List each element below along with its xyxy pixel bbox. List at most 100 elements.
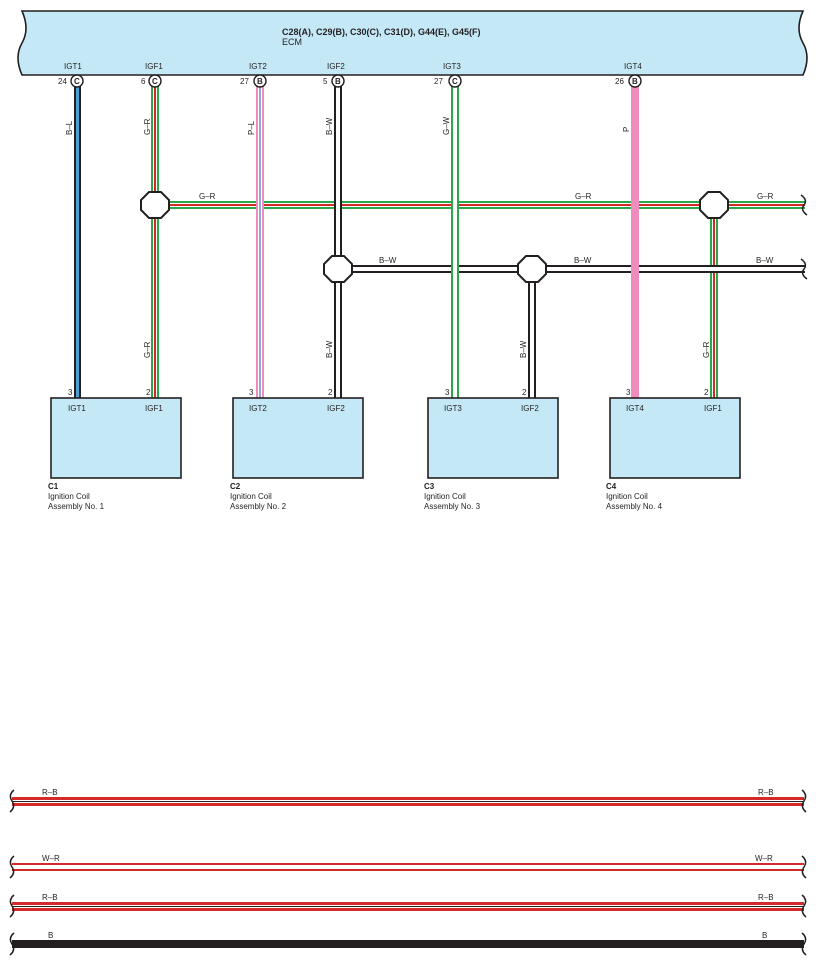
- label-bw-bus-2: B–W: [574, 256, 592, 265]
- svg-text:B: B: [335, 77, 341, 86]
- coil-c2: 3 2 IGT2 IGF2 C2 Ignition Coil Assembly …: [230, 388, 364, 511]
- ecm-pin-igf1: IGF1 C 6: [141, 62, 163, 88]
- splice-bw-left: [323, 255, 353, 283]
- svg-text:Ignition Coil: Ignition Coil: [424, 492, 466, 501]
- svg-text:IGT4: IGT4: [624, 62, 642, 71]
- label-c1-igf-color: G–R: [143, 341, 152, 358]
- bottom-wire-rb-1: R–B R–B: [9, 788, 807, 813]
- wire-igt1: [74, 86, 81, 398]
- svg-text:IGF2: IGF2: [521, 404, 539, 413]
- ecm-connector-list: C28(A), C29(B), C30(C), C31(D), G44(E), …: [282, 27, 481, 37]
- coil-c4: 3 2 IGT4 IGF1 C4 Ignition Coil Assembly …: [606, 388, 741, 511]
- wire-igt4: [631, 86, 639, 398]
- wire-igt2: [256, 86, 264, 398]
- svg-text:3: 3: [68, 388, 73, 397]
- svg-text:IGT1: IGT1: [64, 62, 82, 71]
- svg-text:27: 27: [434, 77, 443, 86]
- ecm-pin-igt2: IGT2 B 27: [240, 62, 267, 88]
- svg-text:C4: C4: [606, 482, 617, 491]
- label-bw-bus-3: B–W: [756, 256, 774, 265]
- splice-gr-left: [140, 191, 170, 219]
- label-igf1-color: G–R: [143, 118, 152, 135]
- ecm-pin-igf2: IGF2 B 5: [323, 62, 345, 88]
- svg-text:W–R: W–R: [42, 854, 60, 863]
- wire-igt2-cross: [256, 198, 264, 212]
- svg-text:R–B: R–B: [758, 893, 774, 902]
- svg-text:Ignition Coil: Ignition Coil: [230, 492, 272, 501]
- wire-igf2-cross: [334, 198, 342, 212]
- svg-text:IGF1: IGF1: [145, 404, 163, 413]
- wire-bw-bus: [338, 265, 805, 273]
- ecm-label: ECM: [282, 37, 302, 47]
- svg-text:27: 27: [240, 77, 249, 86]
- label-c3-igf-color: B–W: [519, 340, 528, 358]
- svg-text:2: 2: [704, 388, 709, 397]
- svg-text:R–B: R–B: [42, 893, 58, 902]
- label-igt2-color: P–L: [247, 120, 256, 135]
- svg-text:C: C: [74, 77, 80, 86]
- svg-text:C: C: [452, 77, 458, 86]
- svg-text:R–B: R–B: [758, 788, 774, 797]
- splice-gr-right: [699, 191, 729, 219]
- bottom-wire-b: B B: [9, 931, 807, 956]
- svg-text:IGT2: IGT2: [249, 404, 267, 413]
- svg-text:3: 3: [626, 388, 631, 397]
- svg-text:6: 6: [141, 77, 146, 86]
- splice-bw-right: [517, 255, 547, 283]
- ecm-block: C28(A), C29(B), C30(C), C31(D), G44(E), …: [17, 10, 808, 76]
- label-igf2-color: B–W: [325, 117, 334, 135]
- bus-ends: [800, 194, 808, 280]
- label-bw-bus-1: B–W: [379, 256, 397, 265]
- label-igt1-color: B–L: [65, 120, 74, 135]
- wire-igf2: [334, 86, 342, 398]
- wire-igt4-cross: [631, 198, 639, 276]
- svg-text:Ignition Coil: Ignition Coil: [606, 492, 648, 501]
- label-gr-bus-2: G–R: [575, 192, 592, 201]
- svg-text:R–B: R–B: [42, 788, 58, 797]
- wire-c4-igf: [710, 205, 718, 398]
- svg-text:IGT1: IGT1: [68, 404, 86, 413]
- svg-text:Assembly No. 2: Assembly No. 2: [230, 502, 287, 511]
- svg-text:26: 26: [615, 77, 624, 86]
- label-c2-igf-color: B–W: [325, 340, 334, 358]
- bottom-wire-rb-2: R–B R–B: [9, 893, 807, 918]
- svg-text:Assembly No. 4: Assembly No. 4: [606, 502, 663, 511]
- svg-text:IGT2: IGT2: [249, 62, 267, 71]
- svg-text:IGF2: IGF2: [327, 404, 345, 413]
- wire-igt3: [451, 86, 459, 398]
- ecm-pin-igt3: IGT3 C 27: [434, 62, 462, 88]
- svg-text:5: 5: [323, 77, 328, 86]
- svg-text:B: B: [48, 931, 53, 940]
- svg-text:C3: C3: [424, 482, 435, 491]
- svg-text:IGT3: IGT3: [444, 404, 462, 413]
- svg-text:C2: C2: [230, 482, 241, 491]
- svg-text:Assembly No. 3: Assembly No. 3: [424, 502, 481, 511]
- bottom-wire-wr: W–R W–R: [9, 854, 807, 879]
- wire-gr-bus: [155, 201, 805, 209]
- ecm-pin-igt1: IGT1 C 24: [58, 62, 84, 88]
- coil-c3: 3 2 IGT3 IGF2 C3 Ignition Coil Assembly …: [424, 388, 559, 511]
- label-igt3-color: G–W: [442, 116, 451, 135]
- label-igt4-color: P: [622, 127, 631, 132]
- svg-text:IGT4: IGT4: [626, 404, 644, 413]
- wire-igf1: [151, 86, 159, 398]
- ecm-pin-igt4: IGT4 B 26: [615, 62, 642, 88]
- wire-igt3-cross: [451, 198, 459, 276]
- svg-text:B: B: [257, 77, 263, 86]
- svg-text:Assembly No. 1: Assembly No. 1: [48, 502, 105, 511]
- svg-text:2: 2: [522, 388, 527, 397]
- svg-text:3: 3: [249, 388, 254, 397]
- svg-text:IGF1: IGF1: [704, 404, 722, 413]
- svg-text:Ignition Coil: Ignition Coil: [48, 492, 90, 501]
- svg-text:2: 2: [146, 388, 151, 397]
- svg-text:C: C: [152, 77, 158, 86]
- coil-c1: 3 2 IGT1 IGF1 C1 Ignition Coil Assembly …: [48, 388, 182, 511]
- svg-text:W–R: W–R: [755, 854, 773, 863]
- label-gr-bus-1: G–R: [199, 192, 216, 201]
- svg-text:IGF2: IGF2: [327, 62, 345, 71]
- svg-text:IGF1: IGF1: [145, 62, 163, 71]
- label-gr-bus-3: G–R: [757, 192, 774, 201]
- wire-c3-igf: [528, 269, 536, 398]
- svg-text:2: 2: [328, 388, 333, 397]
